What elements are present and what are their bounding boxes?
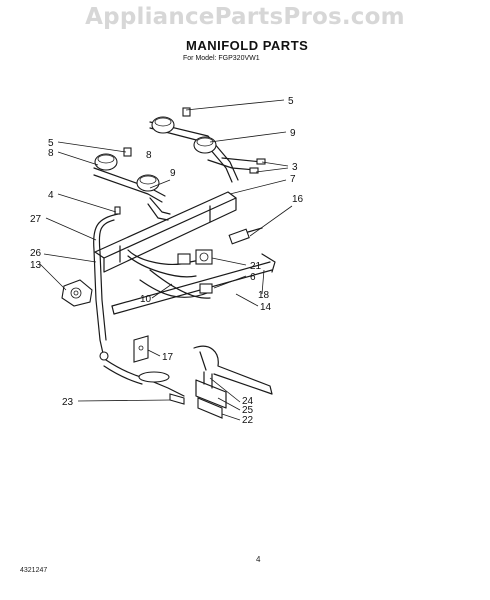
oven-gas-tube — [103, 359, 185, 405]
leader-lines — [39, 99, 293, 421]
callout-7: 7 — [290, 174, 296, 185]
callout-numbers: 5 9 5 8 8 3 9 7 4 16 27 26 21 13 6 18 10… — [30, 96, 304, 426]
callout-6: 6 — [250, 272, 256, 283]
callout-22: 22 — [242, 415, 254, 426]
manifold-pipe — [111, 253, 276, 315]
callout-8-left: 8 — [48, 148, 54, 159]
burner-heads — [94, 116, 217, 192]
document-number: 4321247 — [20, 567, 48, 574]
callout-9-center: 9 — [170, 168, 176, 179]
model-subtitle: For Model: FGP320VW1 — [183, 55, 260, 62]
callout-25: 25 — [242, 405, 254, 416]
gas-tube — [93, 213, 119, 361]
callout-4: 4 — [48, 190, 54, 201]
callout-13: 13 — [30, 260, 42, 271]
callout-5-left: 5 — [48, 138, 54, 149]
callout-14: 14 — [260, 302, 272, 313]
callout-24: 24 — [242, 396, 254, 407]
callout-21: 21 — [250, 261, 262, 272]
burner-manifold-upper — [93, 121, 239, 203]
callout-8-center: 8 — [146, 150, 152, 161]
watermark: AppliancePartsPros.com — [85, 4, 405, 30]
callout-26: 26 — [30, 248, 42, 259]
callout-16: 16 — [292, 194, 304, 205]
callout-18: 18 — [258, 290, 270, 301]
mounting-bracket — [133, 335, 149, 363]
callout-27: 27 — [30, 214, 42, 225]
manifold-bracket — [94, 191, 237, 273]
page-title: MANIFOLD PARTS — [186, 38, 309, 53]
callout-9-top: 9 — [290, 128, 296, 139]
callout-3: 3 — [292, 162, 298, 173]
callout-17: 17 — [162, 352, 174, 363]
igniter-module — [177, 227, 263, 294]
page-mark: 4 — [256, 555, 261, 564]
callout-10: 10 — [140, 294, 152, 305]
callout-5-top: 5 — [288, 96, 294, 107]
burner-tubes — [147, 157, 266, 221]
callout-23: 23 — [62, 397, 74, 408]
valve-assembly — [61, 279, 93, 307]
oven-safety-valve — [193, 345, 273, 419]
